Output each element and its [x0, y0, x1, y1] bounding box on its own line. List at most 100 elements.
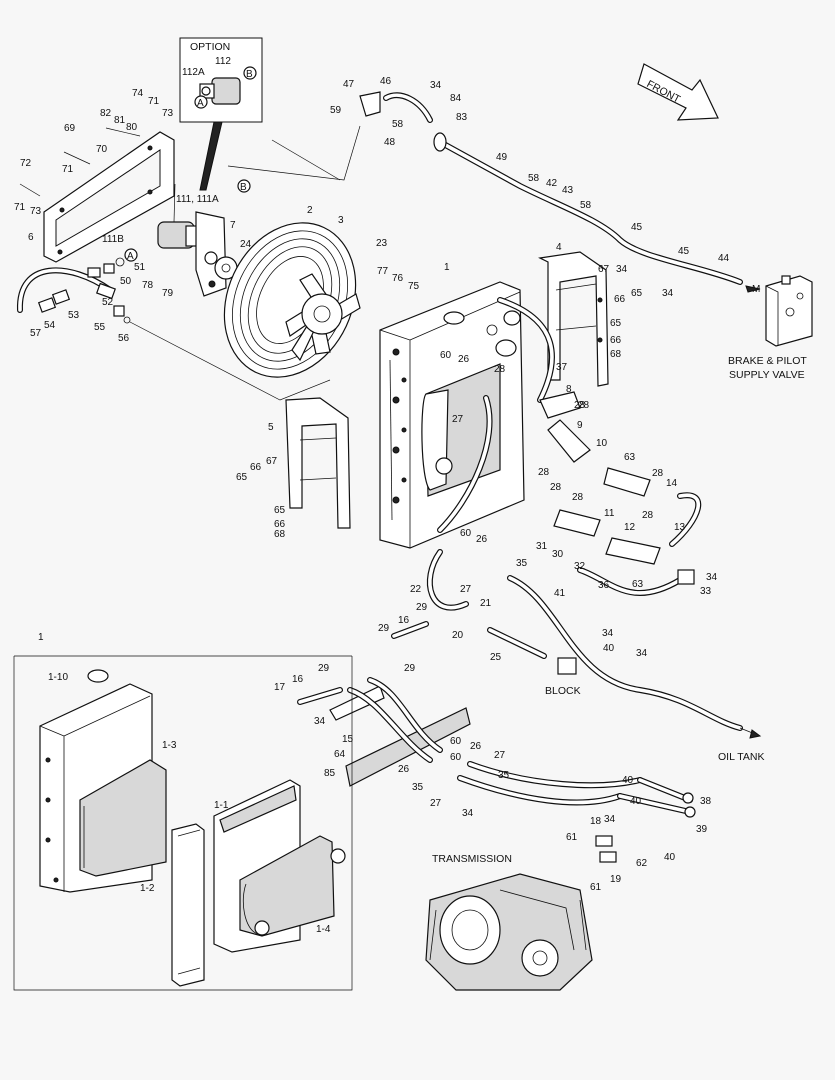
callout-28: 28	[572, 492, 584, 503]
callout-112a: 112A	[182, 67, 205, 78]
callout-1-4: 1-4	[316, 924, 331, 935]
callout-111b: 111B	[102, 234, 124, 245]
callout-40: 40	[664, 852, 676, 863]
callout-64: 64	[334, 749, 346, 760]
callout-27: 27	[460, 584, 472, 595]
callout-28: 28	[538, 467, 550, 478]
callout-52: 52	[102, 297, 114, 308]
callout-8: 8	[566, 384, 572, 395]
callout-20: 20	[452, 630, 464, 641]
callout-1-10: 1-10	[48, 672, 68, 683]
callout-45: 45	[631, 222, 643, 233]
callout-71: 71	[62, 164, 74, 175]
callout-78: 78	[142, 280, 154, 291]
callout-60: 60	[440, 350, 452, 361]
callout-80: 80	[126, 122, 138, 133]
callout-61: 61	[566, 832, 578, 843]
callout-71: 71	[148, 96, 160, 107]
callout-73: 73	[162, 108, 174, 119]
callout-25: 25	[490, 652, 502, 663]
callout-28: 28	[578, 400, 590, 411]
pipe-network	[359, 91, 743, 731]
brake-valve-label-line1: BRAKE & PILOT	[728, 355, 807, 367]
callout-29: 29	[378, 623, 390, 634]
callout-75: 75	[408, 281, 420, 292]
callout-27: 27	[494, 750, 506, 761]
brake-valve-label-line2: SUPPLY VALVE	[729, 369, 805, 381]
block-label: BLOCK	[545, 685, 581, 697]
callout-15: 15	[342, 734, 354, 745]
oil-tank-label: OIL TANK	[718, 751, 765, 763]
callout-31: 31	[536, 541, 548, 552]
callout-76: 76	[392, 273, 404, 284]
callout-58: 58	[528, 173, 540, 184]
callout-54: 54	[44, 320, 56, 331]
callout-65: 65	[236, 472, 248, 483]
callout-79: 79	[162, 288, 174, 299]
callout-28: 28	[642, 510, 654, 521]
callout-34: 34	[314, 716, 326, 727]
transmission-housing: TRANSMISSION	[425, 853, 593, 991]
callout-3: 3	[338, 215, 344, 226]
callout-11: 11	[604, 508, 615, 519]
callout-34: 34	[616, 264, 628, 275]
callout-38: 38	[700, 796, 712, 807]
callout-67: 67	[266, 456, 278, 467]
callout-9: 9	[577, 420, 583, 431]
callout-24: 24	[240, 239, 252, 250]
callout-66: 66	[614, 294, 626, 305]
callout-59: 59	[330, 105, 342, 116]
callout-49: 49	[496, 152, 508, 163]
callout-83: 83	[456, 112, 468, 123]
callout-60: 60	[450, 752, 462, 763]
callout-61: 61	[590, 882, 602, 893]
callout-1: 1	[444, 262, 450, 273]
callout-112: 112	[215, 56, 231, 67]
option-inset: OPTION A B 112 112A	[179, 37, 263, 191]
pump-circle-b: B	[240, 182, 247, 193]
callout-84: 84	[450, 93, 462, 104]
callout-27: 27	[452, 414, 464, 425]
callout-29: 29	[318, 663, 330, 674]
callout-34: 34	[604, 814, 616, 825]
callout-33: 33	[700, 586, 712, 597]
callout-4: 4	[556, 242, 562, 253]
callout-1-2: 1-2	[140, 883, 155, 894]
callout-16: 16	[292, 674, 304, 685]
callout-53: 53	[68, 310, 80, 321]
pump-circle-a: A	[127, 251, 134, 262]
callout-16: 16	[398, 615, 410, 626]
callout-40: 40	[603, 643, 615, 654]
callout-28: 28	[574, 400, 586, 411]
callout-28: 28	[550, 482, 562, 493]
callout-66: 66	[250, 462, 262, 473]
callout-36: 36	[598, 580, 610, 591]
callout-65: 65	[631, 288, 643, 299]
callout-34: 34	[636, 648, 648, 659]
radiator-exploded-inset	[13, 655, 353, 991]
callout-26: 26	[398, 764, 410, 775]
callout-44: 44	[718, 253, 730, 264]
pump-hose	[16, 257, 331, 401]
callout-6: 6	[28, 232, 34, 243]
callout-22: 22	[410, 584, 422, 595]
callout-71: 71	[14, 202, 26, 213]
support-stand-left	[285, 397, 351, 529]
callout-40: 40	[630, 796, 642, 807]
callout-58: 58	[392, 119, 404, 130]
callout-43: 43	[562, 185, 574, 196]
callout-40: 40	[622, 775, 634, 786]
callout-85: 85	[324, 768, 336, 779]
callout-65: 65	[274, 505, 286, 516]
callout-12: 12	[624, 522, 636, 533]
callout-39: 39	[696, 824, 708, 835]
callout-47: 47	[343, 79, 355, 90]
callout-34: 34	[662, 288, 674, 299]
callout-41: 41	[554, 588, 566, 599]
callout-67: 67	[598, 264, 610, 275]
callout-46: 46	[380, 76, 392, 87]
callout-82: 82	[100, 108, 112, 119]
callout-50: 50	[120, 276, 132, 287]
callout-18: 18	[590, 816, 602, 827]
callout-26: 26	[476, 534, 488, 545]
